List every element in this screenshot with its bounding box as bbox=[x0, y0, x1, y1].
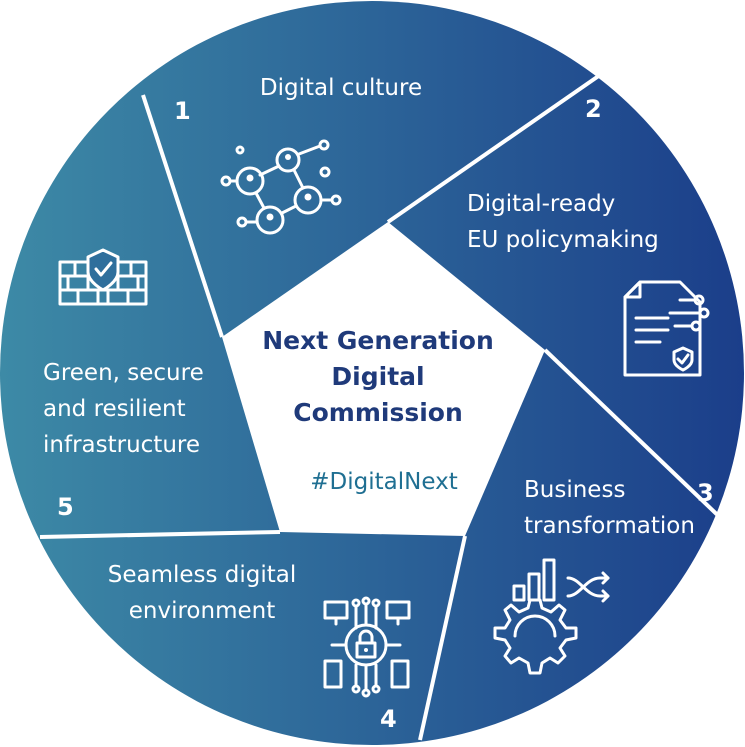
firewall-shield-icon bbox=[58, 248, 148, 306]
analytics-gear-icon bbox=[493, 558, 610, 675]
segment-5-label-line3: infrastructure bbox=[43, 432, 200, 458]
segment-3: 3 Business transformation bbox=[493, 477, 714, 675]
people-network-icon bbox=[220, 139, 342, 235]
segment-2-number: 2 bbox=[585, 95, 602, 123]
segment-3-label-line1: Business bbox=[524, 477, 625, 503]
segment-dividers bbox=[39, 73, 730, 741]
segment-4-label-line2: environment bbox=[129, 598, 275, 624]
segment-1-number: 1 bbox=[174, 97, 191, 125]
segment-5-label-line1: Green, secure bbox=[43, 360, 204, 386]
segment-3-label-line2: transformation bbox=[524, 513, 695, 539]
segment-1: 1 Digital culture bbox=[174, 75, 422, 235]
center-title-line2: Digital bbox=[331, 362, 424, 391]
segment-5-label-line2: and resilient bbox=[43, 396, 186, 422]
segment-4-label-line1: Seamless digital bbox=[108, 562, 297, 588]
center-pentagon bbox=[222, 222, 545, 536]
digital-document-icon bbox=[623, 280, 710, 377]
segment-5-number: 5 bbox=[57, 493, 74, 521]
secure-connected-devices-icon bbox=[323, 596, 411, 698]
segment-3-number: 3 bbox=[697, 479, 714, 507]
segment-2-label-line1: Digital-ready bbox=[467, 191, 615, 217]
segment-2-label-line2: EU policymaking bbox=[467, 227, 659, 253]
center-title-line3: Commission bbox=[293, 398, 463, 427]
segment-4-number: 4 bbox=[380, 705, 397, 733]
center-title-line1: Next Generation bbox=[262, 326, 494, 355]
segment-2: 2 Digital-ready EU policymaking bbox=[467, 95, 710, 377]
segment-4: 4 Seamless digital environment bbox=[108, 562, 411, 733]
center-hashtag: #DigitalNext bbox=[310, 469, 457, 495]
segment-5: 5 Green, secure and resilient infrastruc… bbox=[43, 248, 204, 521]
segment-1-label: Digital culture bbox=[260, 75, 422, 101]
